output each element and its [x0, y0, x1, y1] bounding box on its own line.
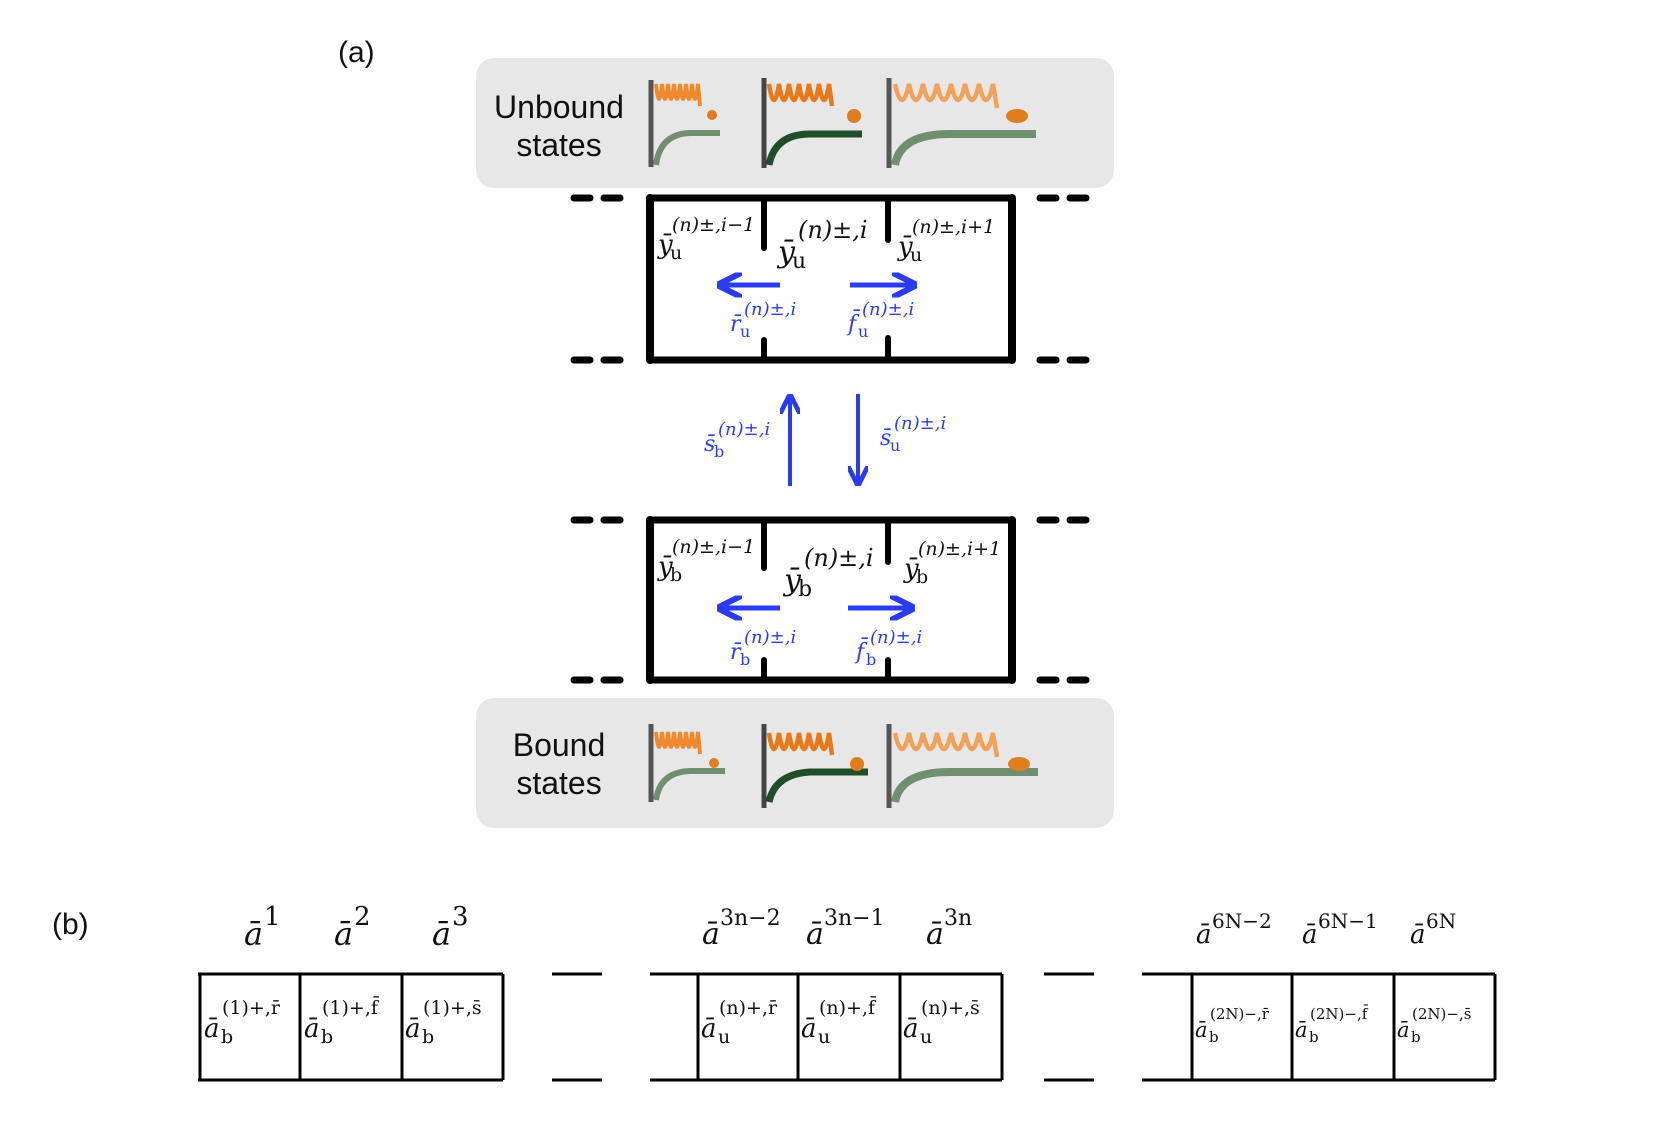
s-b-label: s̄b(n)±,i — [704, 419, 771, 461]
vector-block-3 — [1142, 972, 1497, 1082]
bound-label-line1: Bound — [512, 727, 606, 763]
f-u-label: f̄u(n)±,i — [848, 299, 915, 341]
panel-label-a: (a) — [338, 36, 375, 69]
bound-icon-2 — [761, 724, 868, 808]
s-u-label: s̄u(n)±,i — [880, 413, 947, 455]
vector-block-2 — [650, 972, 1004, 1082]
unbound-label-line1: Unbound — [494, 89, 624, 125]
f-b-label: f̄b(n)±,i — [856, 627, 923, 669]
bound-states-label: Bound states — [484, 726, 634, 802]
unbound-icon-1 — [648, 80, 720, 167]
bound-states-box — [476, 698, 1114, 828]
bound-label-line2: states — [516, 765, 602, 801]
bound-lattice-box — [570, 516, 1090, 684]
r-b-label: r̄b(n)±,i — [730, 627, 797, 669]
vector-gap-1 — [552, 972, 602, 1082]
bound-icon-1 — [648, 724, 725, 802]
panel-label-b: (b) — [52, 908, 89, 941]
r-u-label: r̄u(n)±,i — [730, 299, 797, 341]
unbound-icon-3 — [886, 78, 1036, 168]
vector-gap-2 — [1044, 972, 1094, 1082]
unbound-lattice-box — [570, 194, 1090, 364]
unbound-icon-2 — [761, 78, 862, 168]
unbound-states-label: Unbound states — [484, 88, 634, 164]
unbound-label-line2: states — [516, 127, 602, 163]
vector-block-1 — [198, 972, 505, 1082]
unbound-states-box — [476, 58, 1114, 188]
bound-icon-3 — [886, 724, 1038, 808]
